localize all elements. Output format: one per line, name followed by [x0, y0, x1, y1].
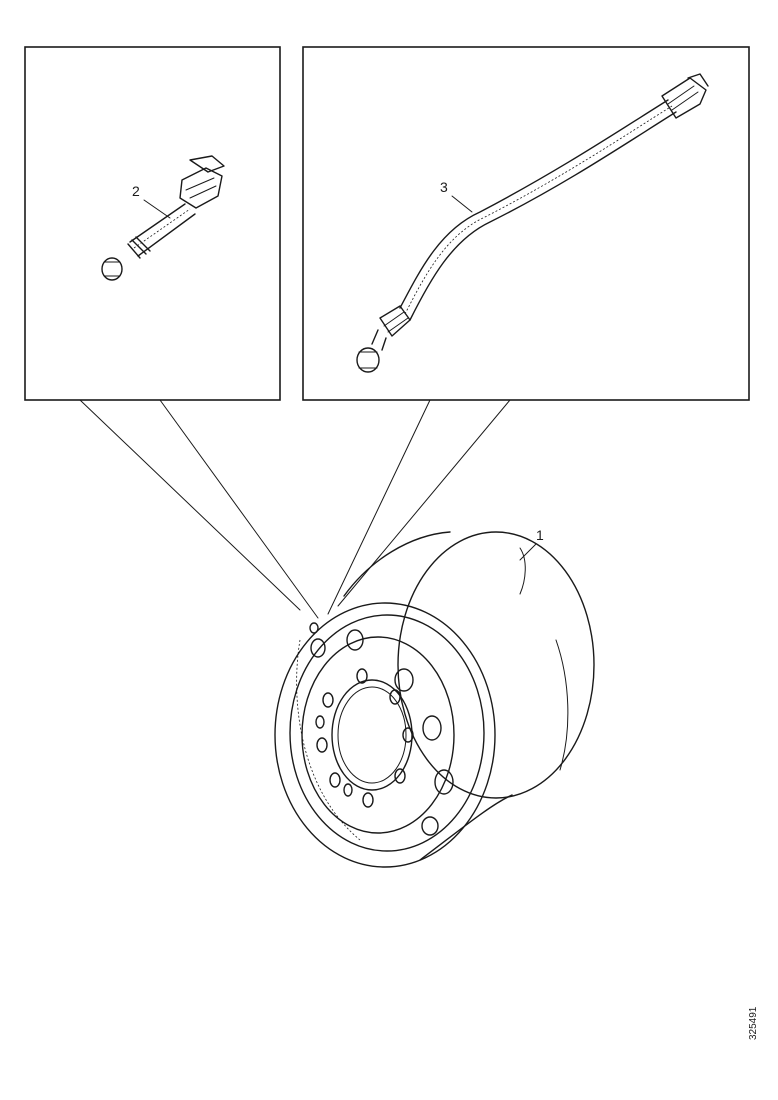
detail-box-long-extension: 3 — [302, 46, 750, 401]
callout-2-group: 2 — [132, 183, 171, 219]
callout-3: 3 — [440, 179, 448, 195]
detail-box-short-extension: 2 — [24, 46, 281, 401]
callout-2: 2 — [132, 183, 140, 199]
long-valve-extension-drawing — [356, 73, 709, 373]
rim-drawing — [274, 531, 595, 868]
callout-1: 1 — [536, 527, 544, 543]
detail-leader-lines — [79, 399, 511, 619]
short-valve-extension-drawing — [101, 155, 225, 281]
callout-3-group: 3 — [440, 179, 473, 213]
callout-1-group: 1 — [519, 527, 544, 561]
drawing-id: 325491 — [748, 1006, 759, 1040]
